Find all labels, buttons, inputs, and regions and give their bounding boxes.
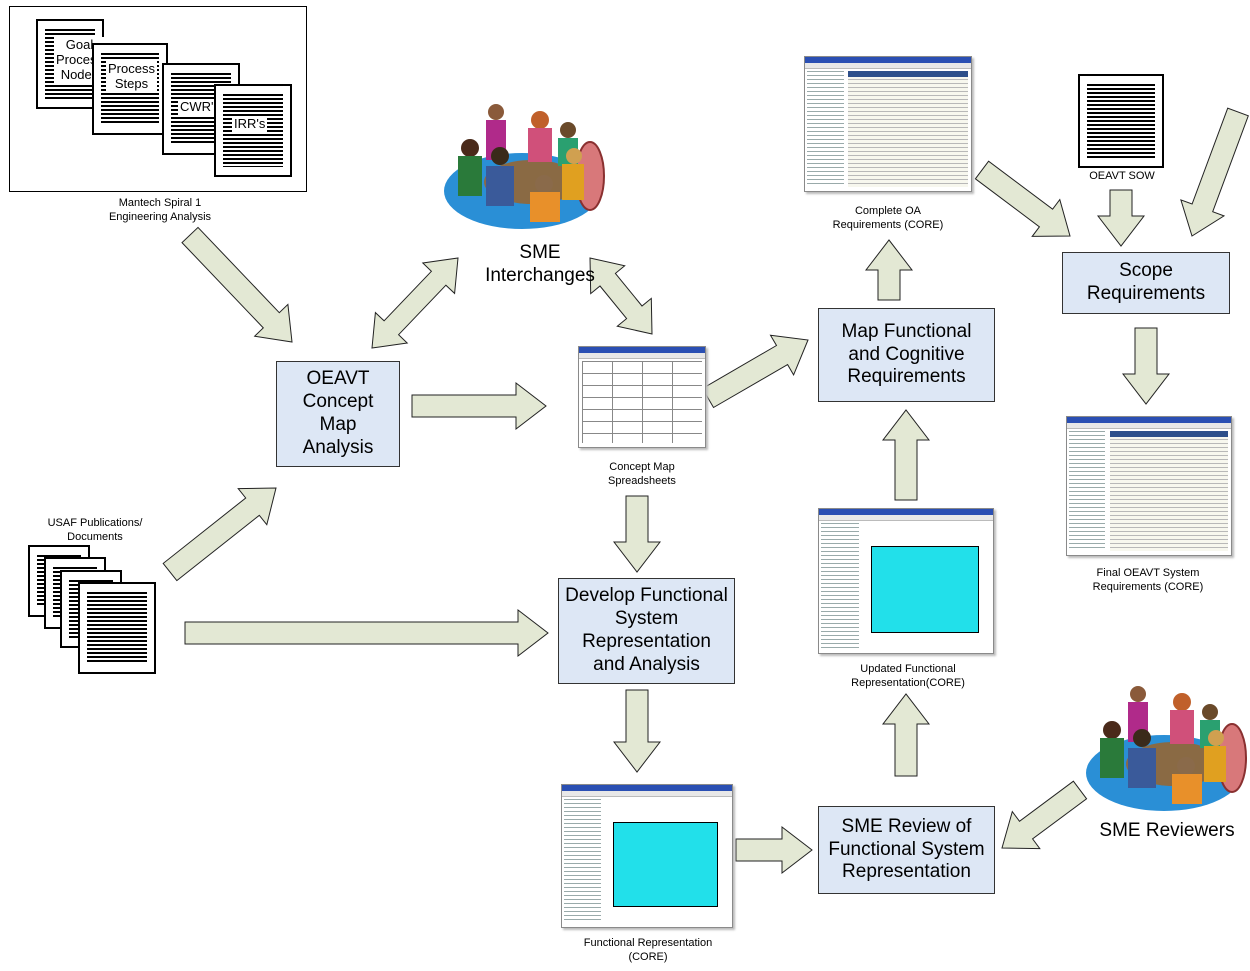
oeavt-concept-map-analysis-box: OEAVT Concept Map Analysis	[276, 361, 400, 467]
external-to-scope-arrow	[1180, 107, 1249, 237]
oeavt-sow-caption: OEAVT SOW	[1089, 170, 1155, 182]
functional-to-review-arrow	[735, 825, 813, 875]
process-steps-document: Process Steps	[92, 43, 168, 135]
updated-functional-caption: Updated Functional Representation(CORE)	[851, 663, 965, 690]
sow-to-scope-arrow	[1096, 189, 1146, 247]
functional-representation-screenshot	[561, 784, 733, 928]
complete-oa-to-scope-arrow	[974, 160, 1071, 237]
develop-to-functional-arrow	[612, 689, 662, 773]
usaf-to-develop-arrow	[184, 608, 549, 658]
reviewers-to-review-arrow	[1001, 780, 1088, 850]
scope-requirements-box: Scope Requirements	[1062, 252, 1230, 314]
mantech-to-oeavt-arrow	[181, 226, 293, 343]
irr-document: IRR's	[214, 84, 292, 177]
process-steps-label: Process Steps	[106, 61, 157, 93]
spreadsheet-to-develop-arrow	[612, 495, 662, 573]
complete-oa-caption: Complete OA Requirements (CORE)	[832, 205, 944, 232]
map-functional-cognitive-box: Map Functional and Cognitive Requirement…	[818, 308, 995, 402]
sme-interchanges-caption: SME Interchanges	[485, 242, 595, 286]
oeavt-to-spreadsheet-arrow	[411, 381, 547, 431]
usaf-document-4	[78, 582, 156, 674]
sme-reviewers-meeting-illustration	[1086, 686, 1247, 811]
complete-oa-requirements-screenshot	[804, 56, 972, 192]
scope-to-final-arrow	[1121, 327, 1171, 405]
concept-map-caption: Concept Map Spreadsheets	[608, 461, 676, 488]
final-oeavt-caption: Final OEAVT System Requirements (CORE)	[1092, 567, 1204, 594]
sme-review-box: SME Review of Functional System Represen…	[818, 806, 995, 894]
usaf-caption: USAF Publications/ Documents	[47, 517, 143, 544]
updated-functional-representation-screenshot	[818, 508, 994, 654]
concept-map-spreadsheet-screenshot	[578, 346, 706, 448]
mantech-caption: Mantech Spiral 1 Engineering Analysis	[108, 197, 212, 224]
irr-label: IRR's	[232, 116, 268, 133]
review-to-updated-arrow	[881, 693, 931, 777]
sme-interchanges-meeting-illustration	[444, 104, 605, 229]
functional-representation-caption: Functional Representation (CORE)	[583, 937, 713, 964]
sme-interchange-spreadsheet-arrow	[589, 257, 653, 335]
cwr-label: CWR's	[178, 99, 223, 116]
map-to-complete-oa-arrow	[864, 239, 914, 301]
mantech-documents-frame: Goal Process Nodes Process Steps CWR's I…	[9, 6, 307, 192]
oeavt-sow-document	[1078, 74, 1164, 168]
updated-to-map-arrow	[881, 409, 931, 501]
final-oeavt-requirements-screenshot	[1066, 416, 1232, 556]
oeavt-sme-interchange-arrow	[371, 257, 459, 349]
develop-functional-system-box: Develop Functional System Representation…	[558, 578, 735, 684]
sme-reviewers-caption: SME Reviewers	[1099, 820, 1235, 841]
spreadsheet-to-map-arrow	[701, 334, 809, 409]
usaf-to-oeavt-arrow	[162, 487, 277, 582]
